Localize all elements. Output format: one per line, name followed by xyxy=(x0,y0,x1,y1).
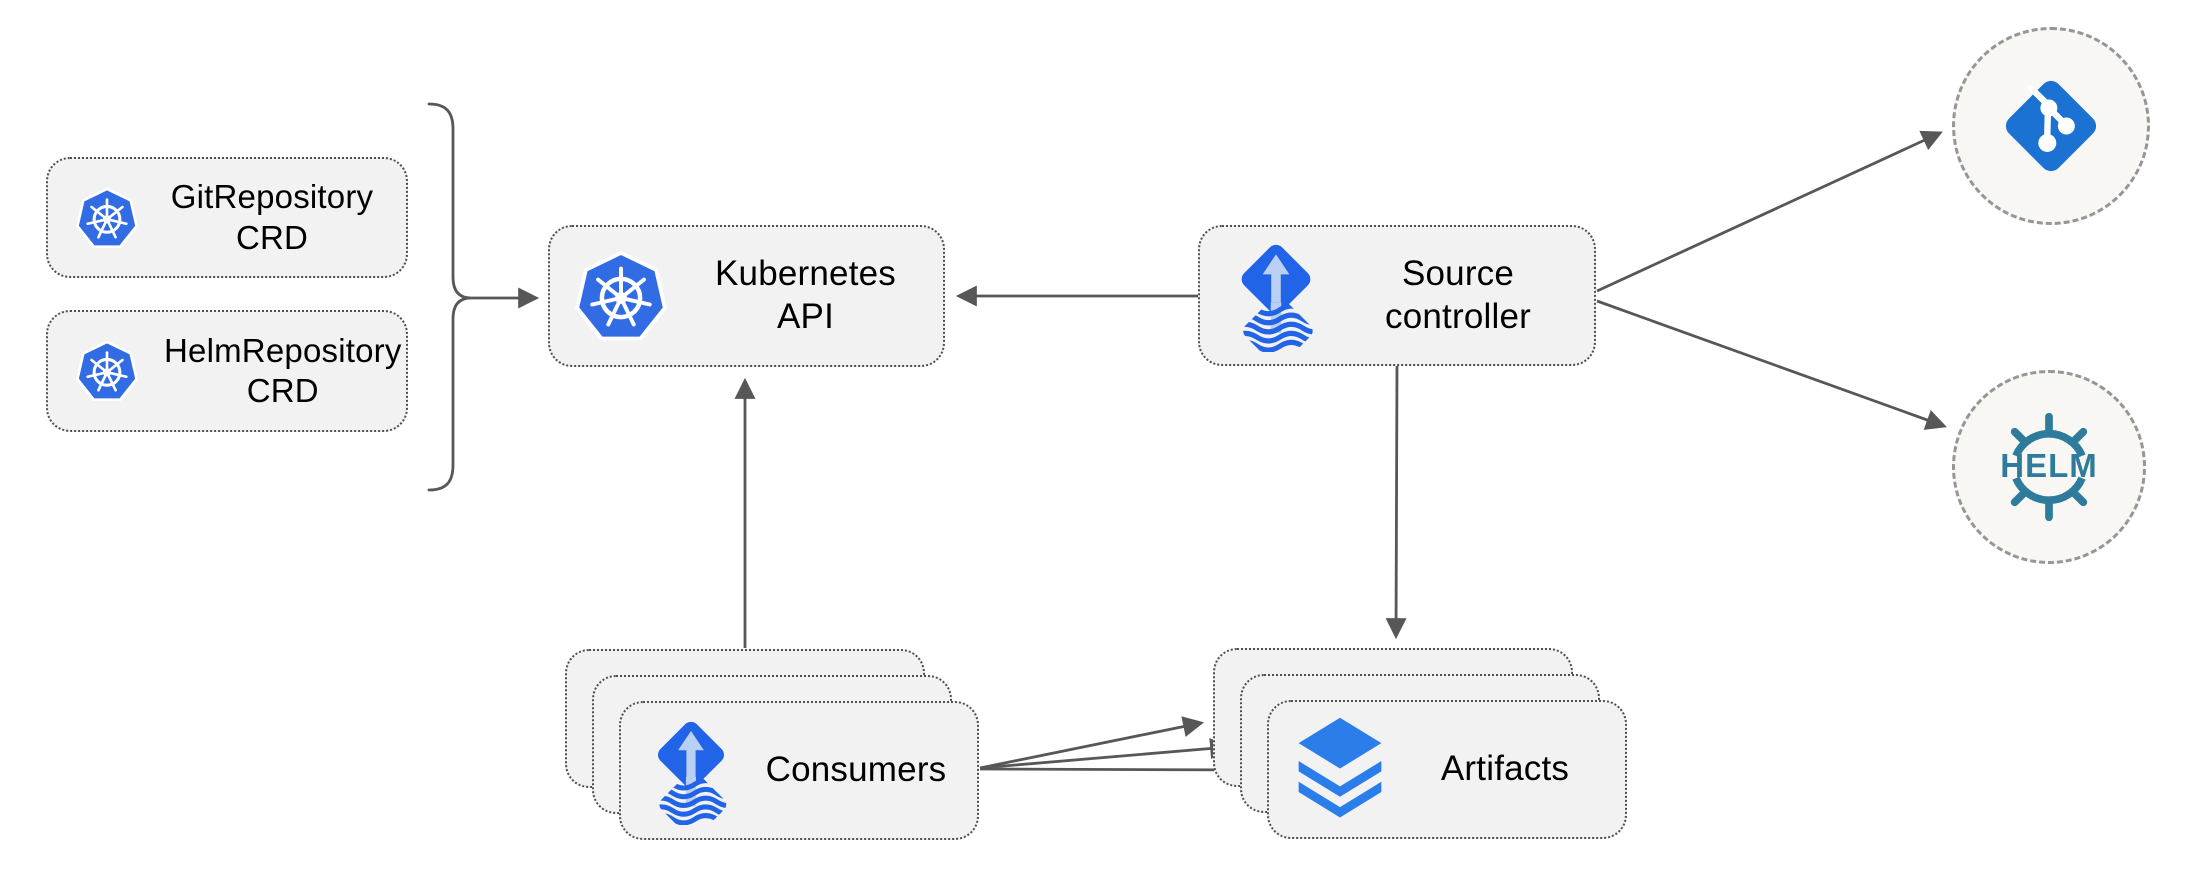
node-kubernetes-api-label: Kubernetes API xyxy=(714,254,897,336)
node-artifacts: Artifacts xyxy=(1267,700,1627,839)
node-git-endpoint xyxy=(1952,27,2150,225)
kubernetes-icon xyxy=(74,338,140,404)
node-artifacts-label: Artifacts xyxy=(1440,749,1570,789)
label-line: GitRepository xyxy=(170,178,374,216)
label-line: Source xyxy=(1401,253,1515,293)
node-source-controller-label: Source controller xyxy=(1348,253,1568,338)
node-helm-endpoint: HELM xyxy=(1952,370,2146,564)
git-icon xyxy=(1998,73,2104,179)
node-helmrepository-crd: HelmRepository CRD xyxy=(46,310,408,432)
node-gitrepository-crd-label: GitRepository CRD xyxy=(164,177,380,258)
node-consumers: Consumers xyxy=(619,701,979,840)
arrow-consumers-to-artifacts-2 xyxy=(979,738,1232,770)
layers-icon xyxy=(1293,714,1387,825)
node-kubernetes-api: Kubernetes API xyxy=(548,225,945,367)
arrow-source-to-git xyxy=(1596,130,1943,293)
kubernetes-icon xyxy=(572,247,670,345)
helm-icon: HELM xyxy=(1991,403,2107,531)
node-gitrepository-crd: GitRepository CRD xyxy=(46,157,408,278)
label-line: CRD xyxy=(235,218,309,256)
node-source-controller: Source controller xyxy=(1198,225,1596,366)
helm-logo-text: HELM xyxy=(2000,447,2098,485)
node-helmrepository-crd-label: HelmRepository CRD xyxy=(164,331,402,412)
label-line: CRD xyxy=(246,372,319,409)
flux-source-icon xyxy=(645,716,737,825)
node-consumers-label: Consumers xyxy=(765,750,947,790)
crd-group-bracket xyxy=(427,102,472,492)
label-line: HelmRepository xyxy=(164,331,402,369)
kubernetes-icon xyxy=(74,185,140,251)
label-line: controller xyxy=(1385,296,1531,336)
arrow-source-to-helm xyxy=(1596,299,1947,430)
arrow-consumers-to-artifacts-1 xyxy=(979,716,1205,770)
flux-source-icon xyxy=(1228,239,1324,352)
arrow-source-to-artifacts xyxy=(1385,365,1407,640)
